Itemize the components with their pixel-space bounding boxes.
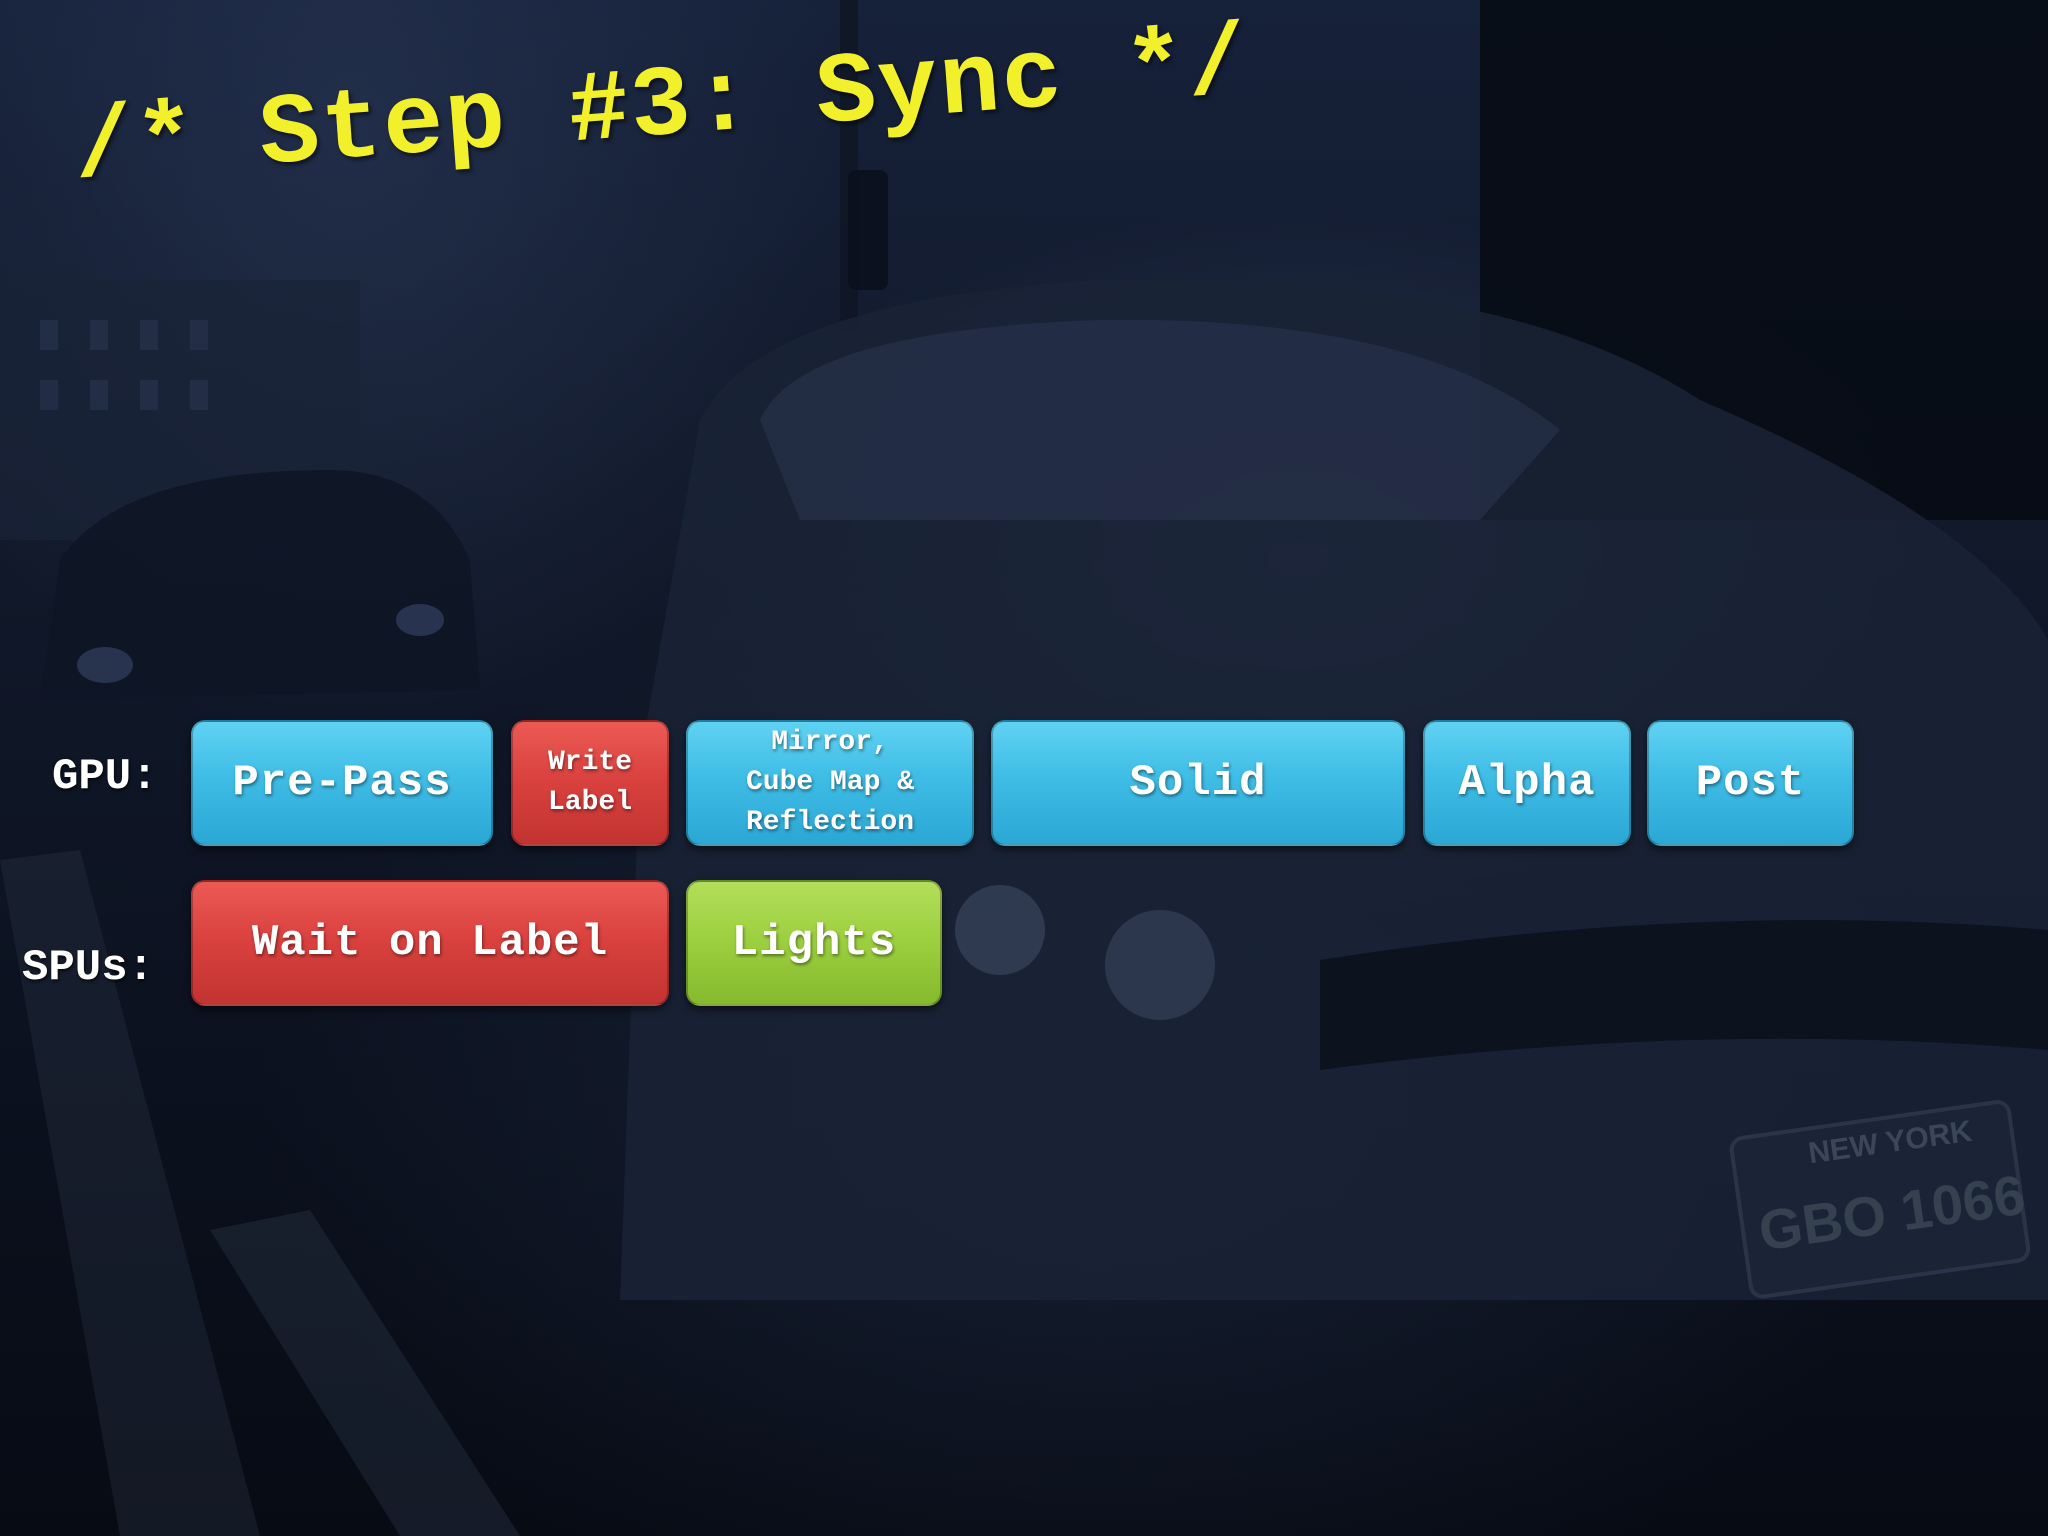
gpu-task-mirror-cube-map-reflection: Mirror, Cube Map & Reflection	[686, 720, 974, 846]
license-plate-state: NEW YORK	[1806, 1114, 1974, 1171]
license-plate-number: GBO 1066	[1754, 1162, 2029, 1263]
gpu-task-solid: Solid	[991, 720, 1405, 846]
gpu-task-alpha: Alpha	[1423, 720, 1631, 846]
slide-title: /* Step #3: Sync */	[70, 8, 1254, 208]
gpu-task-pre-pass: Pre-Pass	[191, 720, 493, 846]
gpu-task-post: Post	[1647, 720, 1854, 846]
gpu-task-write-label: Write Label	[511, 720, 669, 846]
spu-task-wait-on-label: Wait on Label	[191, 880, 669, 1006]
gpu-row-label: GPU:	[52, 752, 158, 802]
spu-task-lights: Lights	[686, 880, 942, 1006]
spu-row-label: SPUs:	[22, 943, 155, 993]
